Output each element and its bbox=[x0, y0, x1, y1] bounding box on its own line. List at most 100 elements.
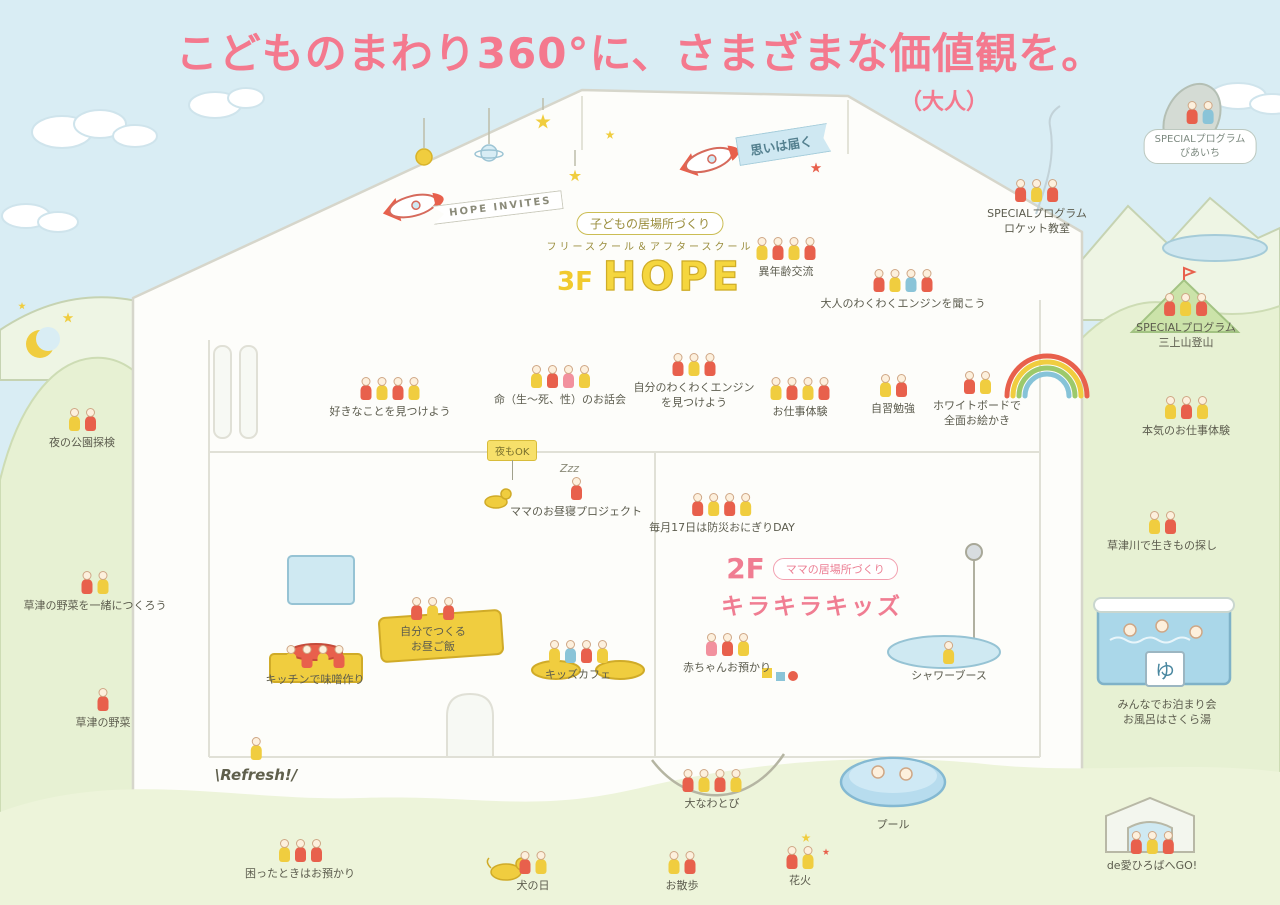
person-icon bbox=[68, 408, 80, 431]
cafe-table bbox=[595, 660, 645, 680]
person-icon bbox=[730, 769, 742, 792]
scene-figures bbox=[1136, 292, 1236, 316]
bath-sign: ゆ bbox=[1155, 659, 1175, 683]
scene-pool: プール bbox=[877, 818, 910, 833]
floor2-heading: 2F ママの居場所づくり キラキラキッズ bbox=[721, 552, 903, 621]
person-icon bbox=[668, 851, 680, 874]
scene-adults-engine: 大人のわくわくエンジンを聞こう bbox=[821, 268, 986, 312]
foreground-ground bbox=[0, 758, 1280, 905]
person-icon bbox=[704, 353, 716, 376]
scene-work-experience: お仕事体験 bbox=[770, 376, 830, 420]
scene-figures bbox=[545, 639, 611, 663]
person-icon bbox=[562, 365, 574, 388]
person-icon bbox=[97, 688, 109, 711]
scene-mama-nap: ママのお昼寝プロジェクト bbox=[510, 476, 642, 520]
rocket-right-icon bbox=[679, 145, 740, 177]
scene-figures bbox=[330, 376, 451, 400]
scene-rocket-class: SPECIALプログラムロケット教室 bbox=[987, 178, 1087, 237]
scene-figures bbox=[400, 596, 466, 620]
scene-figures bbox=[933, 370, 1021, 394]
floor3-number: 3F bbox=[557, 267, 593, 297]
baby-blocks bbox=[762, 668, 798, 681]
scene-shower-booth: シャワーブース bbox=[911, 640, 987, 684]
person-icon bbox=[905, 269, 917, 292]
person-icon bbox=[672, 353, 684, 376]
person-icon bbox=[692, 493, 704, 516]
scene-figures bbox=[683, 632, 771, 656]
person-icon bbox=[772, 237, 784, 260]
scene-figures bbox=[1144, 100, 1257, 124]
floor3-name: HOPE bbox=[602, 253, 743, 300]
scene-label: 草津の野菜を一緒につくろう bbox=[23, 599, 167, 612]
person-icon bbox=[943, 641, 955, 664]
person-icon bbox=[250, 737, 262, 760]
scene-kids-cafe: キッズカフェ bbox=[545, 639, 611, 683]
scene-river-creatures: 草津川で生きもの探し bbox=[1107, 510, 1217, 554]
person-icon bbox=[698, 769, 710, 792]
scene-label: ホワイトボードで全面お絵かき bbox=[933, 399, 1021, 427]
zzz-text: Zzz bbox=[559, 462, 579, 475]
person-icon bbox=[564, 640, 576, 663]
person-icon bbox=[1164, 396, 1176, 419]
person-icon bbox=[705, 633, 717, 656]
person-icon bbox=[714, 769, 726, 792]
person-icon bbox=[294, 839, 306, 862]
rocket-left-icon bbox=[382, 192, 444, 222]
person-icon bbox=[1186, 101, 1198, 124]
person-icon bbox=[443, 597, 455, 620]
scene-label: \Refresh!/ bbox=[214, 766, 298, 784]
building bbox=[131, 88, 1084, 814]
scene-figures bbox=[987, 178, 1087, 202]
person-icon bbox=[570, 477, 582, 500]
person-icon bbox=[921, 269, 933, 292]
person-icon bbox=[684, 851, 696, 874]
scene-self-study: 自習勉強 bbox=[871, 373, 915, 417]
person-icon bbox=[81, 571, 93, 594]
scene-figures bbox=[770, 376, 830, 400]
scene-refresh: \Refresh!/ bbox=[215, 736, 297, 785]
person-icon bbox=[802, 377, 814, 400]
scene-label: お散歩 bbox=[665, 879, 699, 892]
scene-figures bbox=[786, 845, 814, 869]
scene-kusatsu-vegetables: 草津の野菜 bbox=[76, 687, 131, 731]
scene-label: お仕事体験 bbox=[772, 405, 828, 418]
scene-trouble-care: 困ったときはお預かり bbox=[245, 838, 355, 882]
person-icon bbox=[979, 371, 991, 394]
scene-label: SPECIALプログラムロケット教室 bbox=[987, 207, 1087, 235]
person-icon bbox=[97, 571, 109, 594]
roof-ornaments bbox=[415, 98, 822, 182]
person-icon bbox=[786, 377, 798, 400]
person-icon bbox=[310, 839, 322, 862]
person-icon bbox=[530, 365, 542, 388]
person-icon bbox=[1196, 293, 1208, 316]
kitchen-counter bbox=[287, 555, 355, 605]
person-icon bbox=[1162, 831, 1174, 854]
rocket-smoke bbox=[1035, 105, 1061, 215]
scene-label: 本気のお仕事体験 bbox=[1142, 424, 1230, 437]
scene-label: キッチンで味噌作り bbox=[265, 673, 365, 686]
person-icon bbox=[770, 377, 782, 400]
scene-label: 命（生～死、性）のお話会 bbox=[494, 393, 626, 406]
person-icon bbox=[721, 633, 733, 656]
scene-figures bbox=[911, 640, 987, 664]
floor3-bubble: 子どもの居場所づくり bbox=[576, 212, 723, 235]
props: Zzz bbox=[18, 82, 1241, 881]
night-ok-label: 夜もOK bbox=[487, 440, 538, 461]
scene-figures bbox=[634, 352, 755, 376]
person-icon bbox=[427, 597, 439, 620]
person-icon bbox=[580, 640, 592, 663]
scene-figures bbox=[1107, 830, 1197, 854]
floor2-name: キラキラキッズ bbox=[721, 594, 903, 620]
scene-label: 大人のわくわくエンジンを聞こう bbox=[820, 297, 986, 310]
scene-figures bbox=[1107, 510, 1217, 534]
person-icon bbox=[301, 645, 313, 668]
person-icon bbox=[1047, 179, 1059, 202]
person-icon bbox=[408, 377, 420, 400]
scene-figures bbox=[1142, 395, 1230, 419]
person-icon bbox=[1202, 101, 1214, 124]
scene-find-likes: 好きなことを見つけよう bbox=[330, 376, 451, 420]
person-icon bbox=[285, 645, 297, 668]
person-icon bbox=[333, 645, 345, 668]
person-icon bbox=[708, 493, 720, 516]
